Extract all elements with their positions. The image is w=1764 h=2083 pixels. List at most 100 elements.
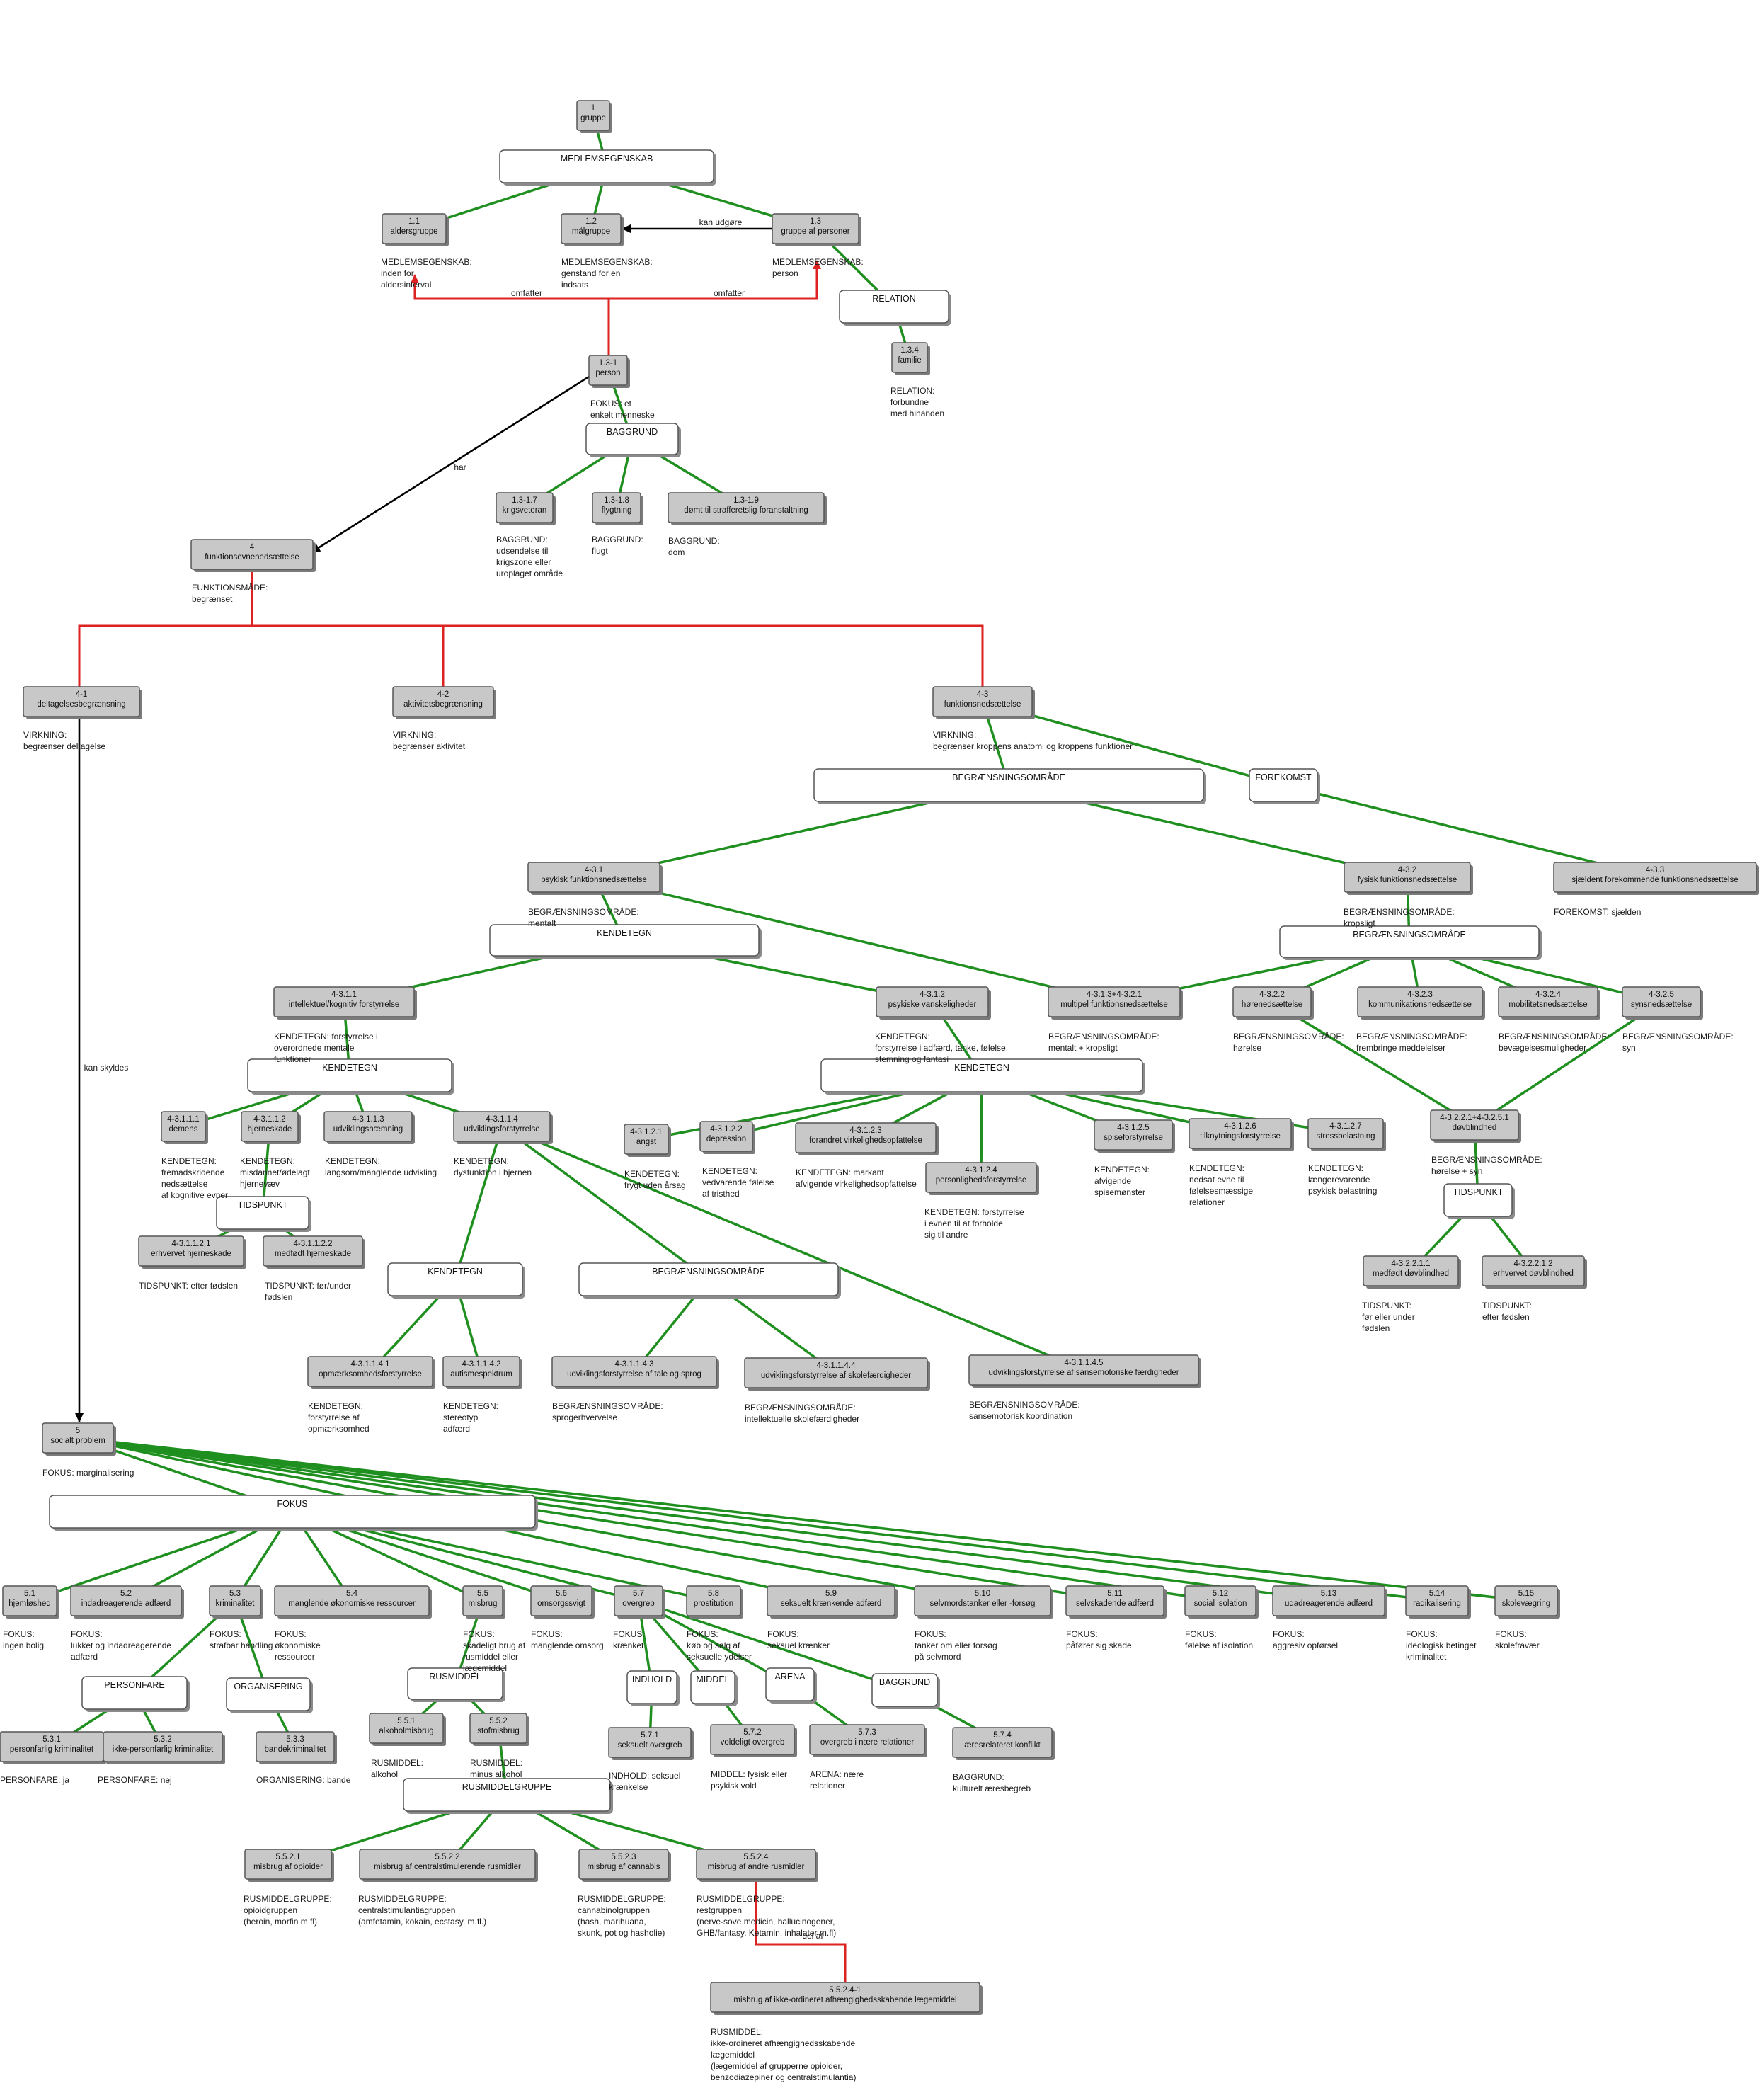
box-label: BAGGRUND [879,1677,930,1687]
group-g_forekomst[interactable]: FOREKOMST [1249,768,1320,804]
group-g_baggrund1[interactable]: BAGGRUND [585,423,681,457]
group-g_medlem[interactable]: MEDLEMSEGENSKAB [499,149,716,186]
box-label: 4-3.2.2 [1259,991,1285,999]
group-g_tidspunkt1[interactable]: TIDSPUNKT [216,1196,311,1232]
group-g_tidspunkt2[interactable]: TIDSPUNKT [1443,1183,1515,1219]
group-g_indhold[interactable]: INDHOLD [626,1670,680,1706]
box-label: 1.3-1.7 [512,496,537,505]
group-g_middel[interactable]: MIDDEL [690,1670,738,1706]
group-g_begr1[interactable]: BEGRÆNSNINGSOMRÅDE [813,768,1206,804]
group-g_kendetegn1[interactable]: KENDETEGN [489,924,762,959]
group-g_relation[interactable]: RELATION [839,290,951,326]
group-g_baggrund2[interactable]: BAGGRUND [871,1673,940,1709]
group-g_kendetegn2[interactable]: KENDETEGN [247,1058,454,1095]
box-label: 4-3 [977,690,989,699]
group-g_arena[interactable]: ARENA [765,1667,817,1704]
group-g_kendetegn4[interactable]: KENDETEGN [387,1262,525,1299]
group-g_fokus[interactable]: FOKUS [49,1495,538,1531]
group-g_personfare[interactable]: PERSONFARE [81,1676,190,1712]
group-g_organisering[interactable]: ORGANISERING [226,1677,313,1713]
group-g_rusmiddel[interactable]: RUSMIDDEL [407,1667,505,1702]
group-g_begr2[interactable]: BEGRÆNSNINGSOMRÅDE [1279,925,1542,960]
group-g_rusmiddelgruppe[interactable]: RUSMIDDELGRUPPE [403,1778,613,1814]
group-g_kendetegn3[interactable]: KENDETEGN [820,1058,1145,1095]
group-g_begr3[interactable]: BEGRÆNSNINGSOMRÅDE [578,1262,841,1299]
